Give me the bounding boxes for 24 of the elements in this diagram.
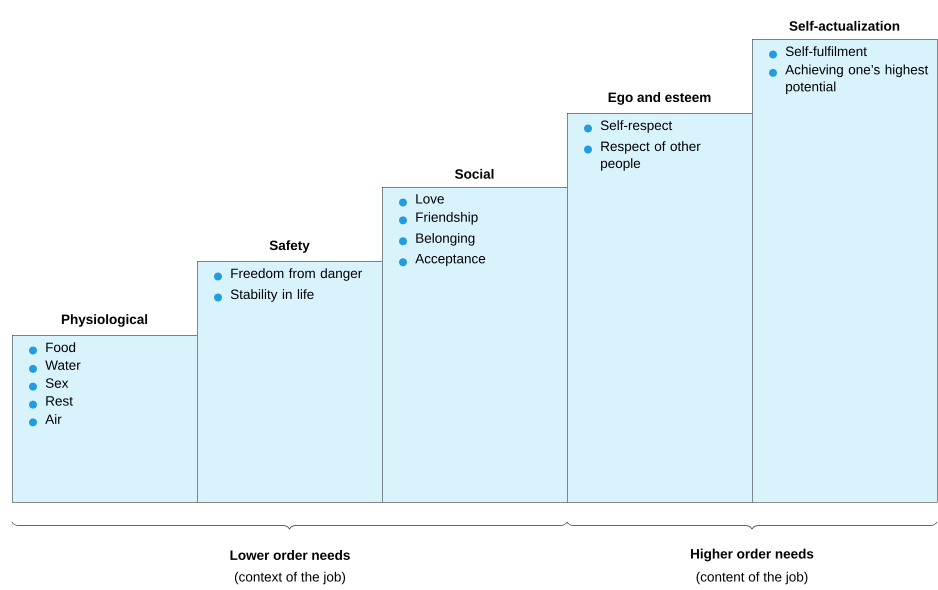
bullet-item: Friendship <box>399 212 478 225</box>
bullet-item: Self-respect <box>584 120 672 133</box>
group-label: Higher order needs <box>691 548 814 562</box>
bullet-item: Water <box>29 360 80 373</box>
step-heading: Social <box>455 168 494 179</box>
bullet-item: Acceptance <box>399 254 486 266</box>
bullet-item: Belonging <box>399 233 474 246</box>
step-heading: Self-actualization <box>789 20 900 31</box>
step-heading: Ego and esteem <box>608 92 710 105</box>
group-note: (content of the job) <box>696 572 808 584</box>
group-note: (context of the job) <box>234 572 346 584</box>
step-heading: Safety <box>270 240 310 253</box>
bullet-item: Air <box>29 414 62 426</box>
bullet-item: Freedom from danger <box>214 268 362 281</box>
step-heading: Physiological <box>62 314 148 327</box>
bullet-item: Sex <box>29 378 68 391</box>
bullet-item: Rest <box>29 396 73 409</box>
bullet-item: Respect of other people <box>584 141 700 171</box>
group-label: Lower order needs <box>230 550 350 560</box>
bullet-item: Love <box>399 194 444 206</box>
bullet-item: Achieving one’s highest potential <box>769 64 928 94</box>
bullet-item: Food <box>29 342 76 354</box>
bullet-item: Stability in life <box>214 289 314 302</box>
bullet-item: Self-fulfilment <box>769 46 867 58</box>
